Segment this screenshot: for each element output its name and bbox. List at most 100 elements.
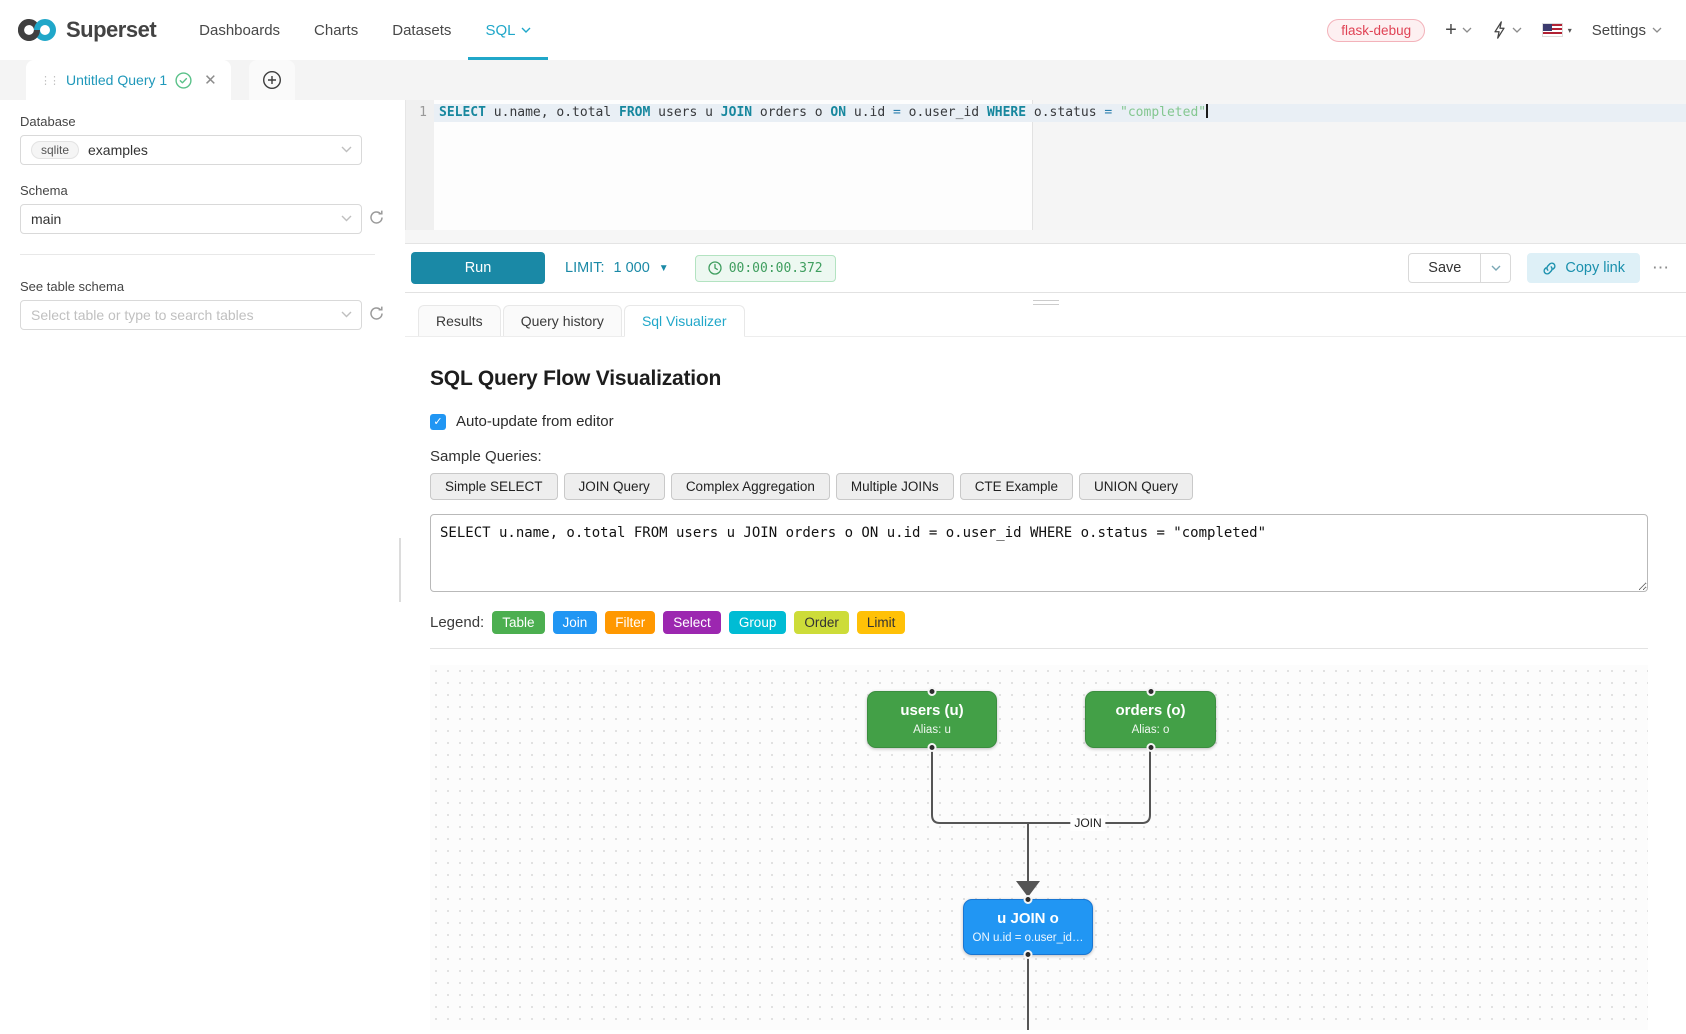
copy-link-button[interactable]: Copy link <box>1527 253 1640 283</box>
query-tab-active[interactable]: ⋮⋮ Untitled Query 1 ✕ <box>26 60 231 100</box>
plus-circle-icon <box>262 70 281 90</box>
link-icon <box>1543 261 1556 275</box>
node-title: u JOIN o <box>997 910 1059 927</box>
node-subtitle: Alias: o <box>1131 724 1170 736</box>
limit-dropdown[interactable]: LIMIT: 1 000 ▼ <box>565 260 669 276</box>
nav-dashboards[interactable]: Dashboards <box>199 21 281 39</box>
main-nav: Dashboards Charts Datasets SQL <box>182 0 549 60</box>
flow-edges <box>931 748 1151 1030</box>
refresh-tables-button[interactable] <box>368 305 385 327</box>
node-handle[interactable] <box>927 687 937 696</box>
sql-visualizer-panel: SQL Query Flow Visualization ✓ Auto-upda… <box>405 337 1686 1030</box>
schema-label: Schema <box>20 183 68 198</box>
tab-results[interactable]: Results <box>418 305 501 336</box>
legend-divider <box>430 648 1648 649</box>
sql-input-textarea[interactable]: SELECT u.name, o.total FROM users u JOIN… <box>430 514 1648 592</box>
nav-datasets[interactable]: Datasets <box>392 21 452 39</box>
legend-label: Legend: <box>430 614 485 631</box>
node-handle[interactable] <box>1023 895 1033 904</box>
save-options-button[interactable] <box>1481 253 1512 283</box>
table-schema-field: See table schema Select table or type to… <box>20 279 383 330</box>
new-query-tab-button[interactable] <box>248 60 295 100</box>
flow-node-join[interactable]: u JOIN o ON u.id = o.user_id… <box>963 895 1093 959</box>
legend-row: Legend: Table Join Filter Select Group O… <box>430 611 1648 634</box>
save-button[interactable]: Save <box>1408 253 1482 283</box>
settings-menu[interactable]: Settings <box>1592 22 1662 39</box>
join-edge-label: JOIN <box>1070 815 1106 831</box>
node-title: users (u) <box>900 702 964 719</box>
text-cursor <box>1206 104 1209 118</box>
chevron-down-icon <box>1462 27 1472 33</box>
legend-badge-limit: Limit <box>856 611 906 634</box>
legend-badge-group: Group <box>728 611 787 634</box>
legend-badge-join: Join <box>552 611 598 634</box>
refresh-icon <box>370 306 383 320</box>
nav-charts[interactable]: Charts <box>314 21 359 39</box>
drag-handle-icon[interactable]: ⋮⋮ <box>40 74 60 87</box>
database-connections-button[interactable] <box>1492 21 1522 39</box>
timer-value: 00:00:00.372 <box>728 260 823 276</box>
save-split-button: Save <box>1408 253 1512 283</box>
caret-down-icon: ▾ <box>1567 25 1572 35</box>
db-engine-pill: sqlite <box>31 141 80 159</box>
sample-complex-aggregation-button[interactable]: Complex Aggregation <box>670 473 830 500</box>
editor-resize-strip[interactable] <box>405 230 1686 244</box>
schema-select[interactable]: main <box>20 204 362 234</box>
refresh-schemas-button[interactable] <box>368 209 385 231</box>
legend-badge-table: Table <box>492 611 545 634</box>
sql-editor[interactable]: 1 SELECT u.name, o.total FROM users u JO… <box>405 100 1686 230</box>
node-handle[interactable] <box>1146 743 1155 752</box>
sample-union-query-button[interactable]: UNION Query <box>1078 473 1193 500</box>
us-flag-icon <box>1541 23 1563 37</box>
refresh-icon <box>370 210 383 224</box>
more-actions-button[interactable]: ⋯ <box>1652 258 1670 277</box>
close-icon[interactable]: ✕ <box>204 72 217 89</box>
chevron-down-icon <box>1491 265 1501 271</box>
language-picker[interactable]: ▾ <box>1541 23 1572 37</box>
superset-logo[interactable]: Superset <box>16 0 157 60</box>
sample-cte-example-button[interactable]: CTE Example <box>959 473 1073 500</box>
pane-resizer[interactable] <box>395 100 405 1034</box>
database-select[interactable]: sqlite examples <box>20 135 362 165</box>
caret-down-icon: ▼ <box>658 262 669 274</box>
flow-canvas[interactable]: users (u) Alias: u orders (o) Alias: o u… <box>430 665 1648 1030</box>
table-select[interactable]: Select table or type to search tables <box>20 300 362 330</box>
flow-node-users[interactable]: users (u) Alias: u <box>867 687 997 752</box>
node-handle[interactable] <box>1146 687 1155 696</box>
query-tabstrip: ⋮⋮ Untitled Query 1 ✕ <box>0 60 1686 100</box>
tab-query-history[interactable]: Query history <box>502 305 622 336</box>
limit-value: 1 000 <box>613 260 650 276</box>
auto-update-row: ✓ Auto-update from editor <box>430 413 1648 430</box>
query-tab-label: Untitled Query 1 <box>66 72 168 88</box>
code-line-1: SELECT u.name, o.total FROM users u JOIN… <box>434 104 1686 122</box>
auto-update-checkbox[interactable]: ✓ <box>430 413 446 430</box>
sidebar-divider <box>20 254 375 255</box>
schema-field: Schema main <box>20 183 383 234</box>
print-margin-line <box>1032 100 1033 230</box>
sample-simple-select-button[interactable]: Simple SELECT <box>430 473 558 500</box>
sample-multiple-joins-button[interactable]: Multiple JOINs <box>835 473 954 500</box>
node-handle[interactable] <box>1023 950 1033 959</box>
nav-sql[interactable]: SQL <box>468 0 549 60</box>
editor-content[interactable]: SELECT u.name, o.total FROM users u JOIN… <box>434 100 1686 230</box>
chevron-down-icon <box>1652 27 1662 33</box>
table-schema-label: See table schema <box>20 279 125 294</box>
sample-join-query-button[interactable]: JOIN Query <box>563 473 665 500</box>
env-badge: flask-debug <box>1327 18 1426 42</box>
sample-query-buttons: Simple SELECT JOIN Query Complex Aggrega… <box>430 473 1648 500</box>
main-split: Database sqlite examples Schema main Se <box>0 100 1686 1034</box>
pane-resizer-handle[interactable] <box>399 538 401 602</box>
flow-node-orders[interactable]: orders (o) Alias: o <box>1085 687 1216 752</box>
sql-code: SELECT u.name, o.total FROM users u JOIN… <box>439 105 1207 120</box>
new-menu-button[interactable]: + <box>1445 20 1472 40</box>
pane-drag-handle[interactable] <box>1032 300 1059 305</box>
limit-label: LIMIT: <box>565 260 605 276</box>
tab-sql-visualizer[interactable]: Sql Visualizer <box>623 305 745 337</box>
line-number: 1 <box>419 105 427 120</box>
run-button[interactable]: Run <box>411 252 545 284</box>
node-handle[interactable] <box>927 743 937 752</box>
chevron-down-icon <box>521 27 531 33</box>
node-title: orders (o) <box>1115 702 1186 719</box>
query-timer: 00:00:00.372 <box>694 254 836 282</box>
top-navbar: Superset Dashboards Charts Datasets SQL … <box>0 0 1686 60</box>
